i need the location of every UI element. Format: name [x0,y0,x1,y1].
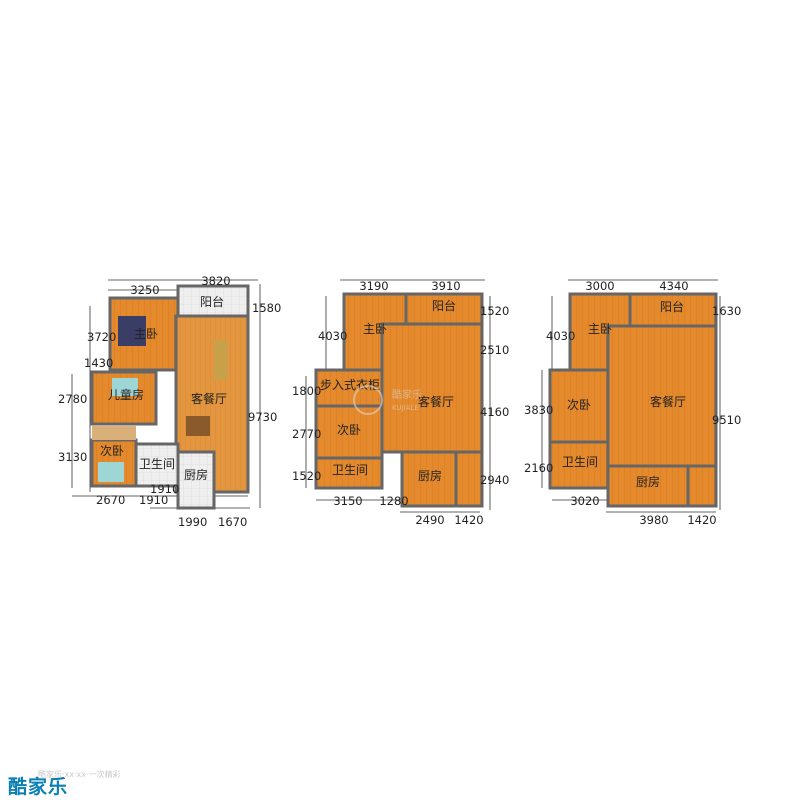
watermark-text: 酷家乐 [392,388,422,401]
plan-2-room-label: 客餐厅 [418,394,454,409]
plan-3-room-label: 主卧 [588,322,612,336]
center-watermark: 酷家乐 KUJIALE [353,385,422,415]
brand-logo: 酷家乐 [8,776,69,798]
plan-2-dimension-label: 1520 [480,304,509,318]
plan-1-master-bed [118,316,146,346]
plan-1-room-label: 儿童房 [108,387,144,402]
plan-1-room-label: 卫生间 [139,457,175,471]
plan-3-room-label: 厨房 [636,474,660,489]
plan-1-room-label: 主卧 [134,327,158,341]
plan-2-entry [454,450,484,508]
plan-3-dimension-label: 9510 [712,413,741,427]
plan-1-dimension-label: 2780 [58,392,87,406]
plan-2-dimension-label: 3190 [359,279,388,293]
plan-2-dimension-label: 4030 [318,329,347,343]
plan-3-room-label: 卫生间 [562,455,598,469]
plan-3-dim-lines [541,279,721,513]
plan-3-bathroom [548,440,610,490]
plan-3-dimension-label: 3000 [585,279,614,293]
plan-3-entry [686,464,718,508]
plan-2-dim-lines [305,279,491,513]
plan-2-dimension-label: 1420 [454,513,483,527]
plan-1-dim-lines [71,279,261,509]
plan-3-dimension-label: 4340 [659,279,688,293]
plan-3-room-label: 次卧 [567,398,591,412]
plan-2-dimension-label: 2940 [480,473,509,487]
plan-2-walkin-closet [314,368,384,408]
plan-1-dimension-label: 1990 [178,515,207,529]
plan-2-room-label: 厨房 [418,468,442,483]
plan-1-room-label: 厨房 [184,467,208,482]
plan-3-room-label: 阳台 [660,299,684,314]
plan-1-dimension-label: 1910 [150,482,179,496]
plan-1-kids-bed [112,378,138,396]
plan-2-room-label: 次卧 [337,423,361,437]
plan-2-living-dining [380,322,484,454]
plan-1-corridor [92,426,136,440]
plan-2-room-label: 卫生间 [332,463,368,477]
plan-1-second-bed [98,462,124,482]
plan-1-dimension-label: 1580 [252,301,281,315]
plan-1-dimension-label: 1910 [139,493,168,507]
plan-3-second-bedroom [548,368,610,444]
plan-1-room-label: 次卧 [100,444,124,458]
plan-3-dimension-label: 3980 [639,513,668,527]
plan-1-dimension-label: 3820 [201,274,230,288]
plan-2-dimension-label: 2770 [292,427,321,441]
plan-2-room-label: 步入式衣柜 [320,377,380,392]
plan-2-dimension-label: 2490 [415,513,444,527]
plan-1-dimension-label: 1430 [84,356,113,370]
plan-2-dimension-label: 1800 [292,384,321,398]
brand-caption: 酷家乐·xx·xx·一次精彩 [38,770,121,779]
plan-3-kitchen [606,464,690,508]
plan-3-dimension-label: 3830 [524,403,553,417]
plan-2-dimension-label: 1280 [379,494,408,508]
plan-3: 主卧 阳台 次卧 客餐厅 卫生间 厨房 3000 4340 1630 4030 … [524,279,741,527]
plan-3-balcony [628,292,718,328]
plan-1-dimension-label: 3130 [58,450,87,464]
plan-3-dimension-label: 1630 [712,304,741,318]
watermark-logo-icon [353,385,383,415]
plan-1-room-label: 客餐厅 [191,391,227,406]
plan-3-dimension-label: 3020 [570,494,599,508]
plan-1-dimension-label: 9730 [248,410,277,424]
plan-3-dimension-label: 1420 [687,513,716,527]
plan-2: 主卧 阳台 步入式衣柜 客餐厅 次卧 卫生间 厨房 3190 3910 1520… [292,279,509,527]
plan-2-room-label: 主卧 [363,322,387,336]
plan-3-dimension-label: 2160 [524,461,553,475]
plan-1-dimension-label: 3720 [87,330,116,344]
watermark-subtext: KUJIALE [392,404,419,412]
plan-2-dimension-label: 4160 [480,405,509,419]
plan-1-bathroom [134,442,180,488]
plan-2-kitchen [400,450,458,508]
plan-3-dimension-label: 4030 [546,329,575,343]
plan-1: 阳台 主卧 儿童房 客餐厅 次卧 卫生间 厨房 3250 3820 1580 3… [58,274,281,529]
plan-1-dimension-label: 1670 [218,515,247,529]
plan-2-dimension-label: 3150 [333,494,362,508]
plan-2-bathroom [314,456,384,490]
plan-2-dimension-label: 3910 [431,279,460,293]
plan-3-room-label: 客餐厅 [650,394,686,409]
plan-1-room-label: 阳台 [200,294,224,309]
plan-1-kitchen [176,450,216,510]
plan-1-sofa [214,340,228,380]
plan-2-dimension-label: 2510 [480,343,509,357]
plan-3-living-dining [606,324,718,468]
plan-1-dimension-label: 3250 [130,283,159,297]
plan-2-dimension-label: 1520 [292,469,321,483]
plan-2-room-label: 阳台 [432,298,456,313]
plan-1-dining-table [186,416,210,436]
plan-1-dimension-label: 2670 [96,493,125,507]
